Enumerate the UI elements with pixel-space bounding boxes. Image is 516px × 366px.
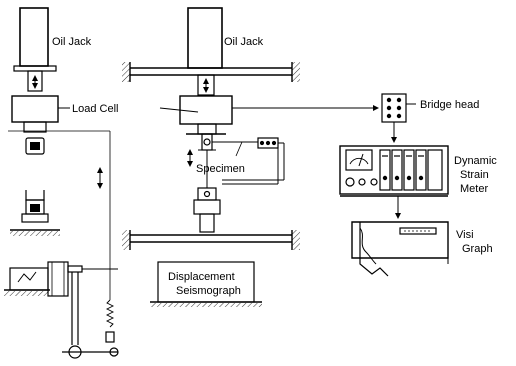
left-recorder-trace — [17, 271, 37, 283]
bottom-left-support-hatch — [122, 230, 130, 250]
strain-meter-channel-2 — [391, 149, 403, 191]
strain-meter-channel-4 — [415, 149, 427, 191]
middle-lower-stem — [199, 213, 215, 233]
visigraph — [351, 221, 449, 277]
displacement-label: Displacement — [168, 271, 235, 283]
bottom-right-support-hatch — [292, 230, 300, 250]
middle-lower-block — [193, 199, 221, 215]
graph-label: Graph — [462, 243, 493, 255]
strain-meter-needle — [358, 153, 364, 167]
left-recorder-floor-hatch — [4, 291, 50, 296]
top-left-support-hatch — [122, 62, 130, 82]
ch1-dot — [382, 175, 388, 181]
middle-load-cell-stem — [197, 123, 217, 135]
left-jack-rod — [27, 70, 43, 92]
strain-meter-body — [339, 145, 449, 195]
bridge-head-label: Bridge head — [420, 99, 479, 111]
specimen-gauge-dot-1 — [259, 140, 265, 146]
left-load-cell — [11, 95, 59, 123]
specimen-pin — [203, 138, 211, 146]
strain-meter-dial — [345, 149, 373, 171]
visi-label: Visi — [456, 229, 474, 241]
load-cell-leader-right — [159, 107, 199, 113]
bridge-head-box — [381, 93, 407, 123]
connections — [58, 93, 416, 219]
left-recorder-wheel-2 — [109, 347, 119, 357]
left-upper-grip-fill — [30, 142, 40, 150]
seismograph-floor-hatch — [150, 303, 262, 307]
strain-meter-channel-1 — [379, 149, 391, 191]
visigraph-slot — [399, 227, 437, 235]
left-lower-grip-fill — [30, 204, 40, 212]
load-cell-label: Load Cell — [72, 103, 118, 115]
left-upper-grip — [25, 137, 45, 155]
dynamic-label: Dynamic — [454, 155, 497, 167]
middle-load-cell — [179, 95, 233, 125]
specimen-gauge-dot-2 — [265, 140, 271, 146]
meter-label: Meter — [460, 183, 488, 195]
left-lower-support — [21, 213, 49, 223]
left-recorder-arm — [67, 265, 83, 273]
bridge-dot-4 — [396, 105, 402, 111]
left-recorder-drum — [47, 261, 69, 297]
left-assembly — [4, 7, 119, 359]
middle-lower-pin — [203, 190, 211, 198]
top-right-support-hatch — [292, 62, 300, 82]
middle-jack-rod — [197, 74, 215, 96]
strain-label: Strain — [460, 169, 489, 181]
left-lower-grip — [25, 190, 45, 201]
visigraph-paper — [359, 222, 389, 277]
strain-meter-channel-3 — [403, 149, 415, 191]
strain-meter-dial-arc — [349, 157, 369, 165]
bridge-dot-1 — [386, 97, 392, 103]
strain-meter-channel-5 — [427, 149, 443, 191]
middle-lower-grip — [197, 187, 217, 201]
ch4-dot — [418, 175, 424, 181]
labels: Oil Jack Oil Jack Load Cell Bridge head … — [52, 36, 497, 297]
middle-assembly — [122, 7, 300, 307]
left-load-cell-stem — [23, 121, 47, 133]
left-spring — [105, 299, 115, 328]
dynamic-strain-meter — [339, 145, 449, 197]
strain-meter-knob-1 — [345, 177, 355, 187]
oil-jack-right-label: Oil Jack — [224, 36, 264, 48]
strain-meter-knob-2 — [358, 178, 366, 186]
bridge-dot-6 — [396, 113, 402, 119]
specimen-label: Specimen — [196, 163, 245, 175]
specimen-leader — [235, 141, 243, 157]
middle-oil-jack-cylinder — [187, 7, 223, 69]
visigraph-trace — [359, 227, 377, 265]
ch2-dot — [394, 175, 400, 181]
seismograph-label: Seismograph — [176, 285, 241, 297]
strain-meter-knob-3 — [370, 178, 378, 186]
left-ground-hatch — [10, 231, 60, 236]
bridge-dot-3 — [386, 105, 392, 111]
bridge-dot-2 — [396, 97, 402, 103]
left-oil-jack-cylinder — [19, 7, 49, 67]
oil-jack-left-label: Oil Jack — [52, 36, 92, 48]
ch3-dot — [406, 175, 412, 181]
left-spring-weight — [105, 331, 115, 343]
bridge-dot-5 — [386, 113, 392, 119]
specimen-gauge-dot-3 — [271, 140, 277, 146]
